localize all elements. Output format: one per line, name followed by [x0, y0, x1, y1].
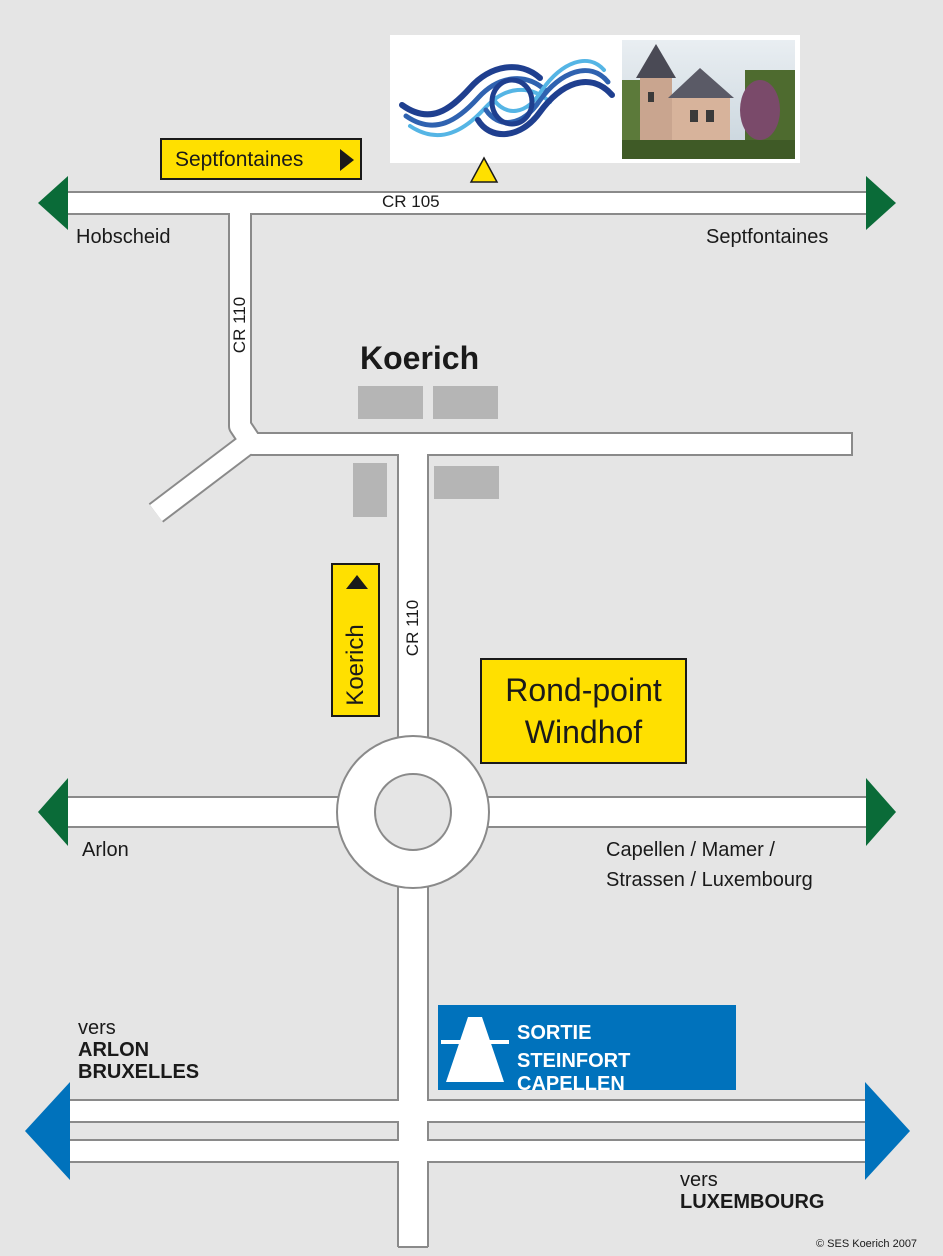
roundabout-island: [374, 773, 452, 851]
arrow-up-icon: [346, 575, 368, 589]
motorway-west-label: vers ARLON BRUXELLES: [78, 1017, 199, 1083]
motorway-west-arlon: ARLON: [78, 1039, 150, 1061]
road-label-cr110-south: CR 110: [403, 599, 423, 657]
arrow-left-icon: [25, 1082, 70, 1180]
destination-arlon: Arlon: [82, 839, 129, 861]
sign-rondpoint-line1: Rond-point: [505, 672, 662, 708]
motorway-east-luxembourg: LUXEMBOURG: [680, 1191, 825, 1213]
town-name: Koerich: [360, 340, 480, 376]
triangle-marker-icon: [469, 156, 499, 183]
sign-rondpoint-windhof: Rond-point Windhof: [480, 658, 687, 764]
motorway-east-vers: vers: [680, 1169, 718, 1191]
motorway-west-vers: vers: [78, 1017, 116, 1039]
sign-septfontaines: Septfontaines: [160, 138, 362, 180]
road-fills: [62, 193, 872, 1247]
destination-septfontaines: Septfontaines: [706, 226, 829, 248]
sign-koerich-label: Koerich: [342, 624, 369, 706]
copyright: © SES Koerich 2007: [816, 1238, 918, 1250]
motorway-east-label: vers LUXEMBOURG: [680, 1169, 824, 1213]
motorway-icon: [441, 1017, 509, 1082]
buildings: [353, 386, 499, 517]
building: [434, 466, 499, 499]
destination-hobscheid: Hobscheid: [76, 226, 171, 248]
ses-logo-icon: [399, 59, 615, 138]
motorway-west-bruxelles: BRUXELLES: [78, 1061, 200, 1083]
building: [433, 386, 498, 419]
destination-capellen-2: Strassen / Luxembourg: [606, 869, 813, 891]
sign-rondpoint-line2: Windhof: [524, 714, 643, 750]
direction-arrows: [25, 176, 910, 1180]
arrow-right-icon: [340, 149, 354, 171]
building: [353, 463, 387, 517]
sign-septfontaines-label: Septfontaines: [175, 148, 304, 171]
arrow-right-icon: [865, 1082, 910, 1180]
road-label-cr110-north: CR 110: [230, 296, 250, 354]
arrow-left-icon: [38, 176, 68, 230]
arrow-right-icon: [866, 778, 896, 846]
arrow-left-icon: [38, 778, 68, 846]
sign-koerich: Koerich: [331, 563, 380, 717]
road-label-cr105: CR 105: [382, 192, 440, 211]
destination-capellen-1: Capellen / Mamer /: [606, 839, 775, 861]
arrow-right-icon: [866, 176, 896, 230]
building: [358, 386, 423, 419]
building-photo: [622, 40, 795, 159]
